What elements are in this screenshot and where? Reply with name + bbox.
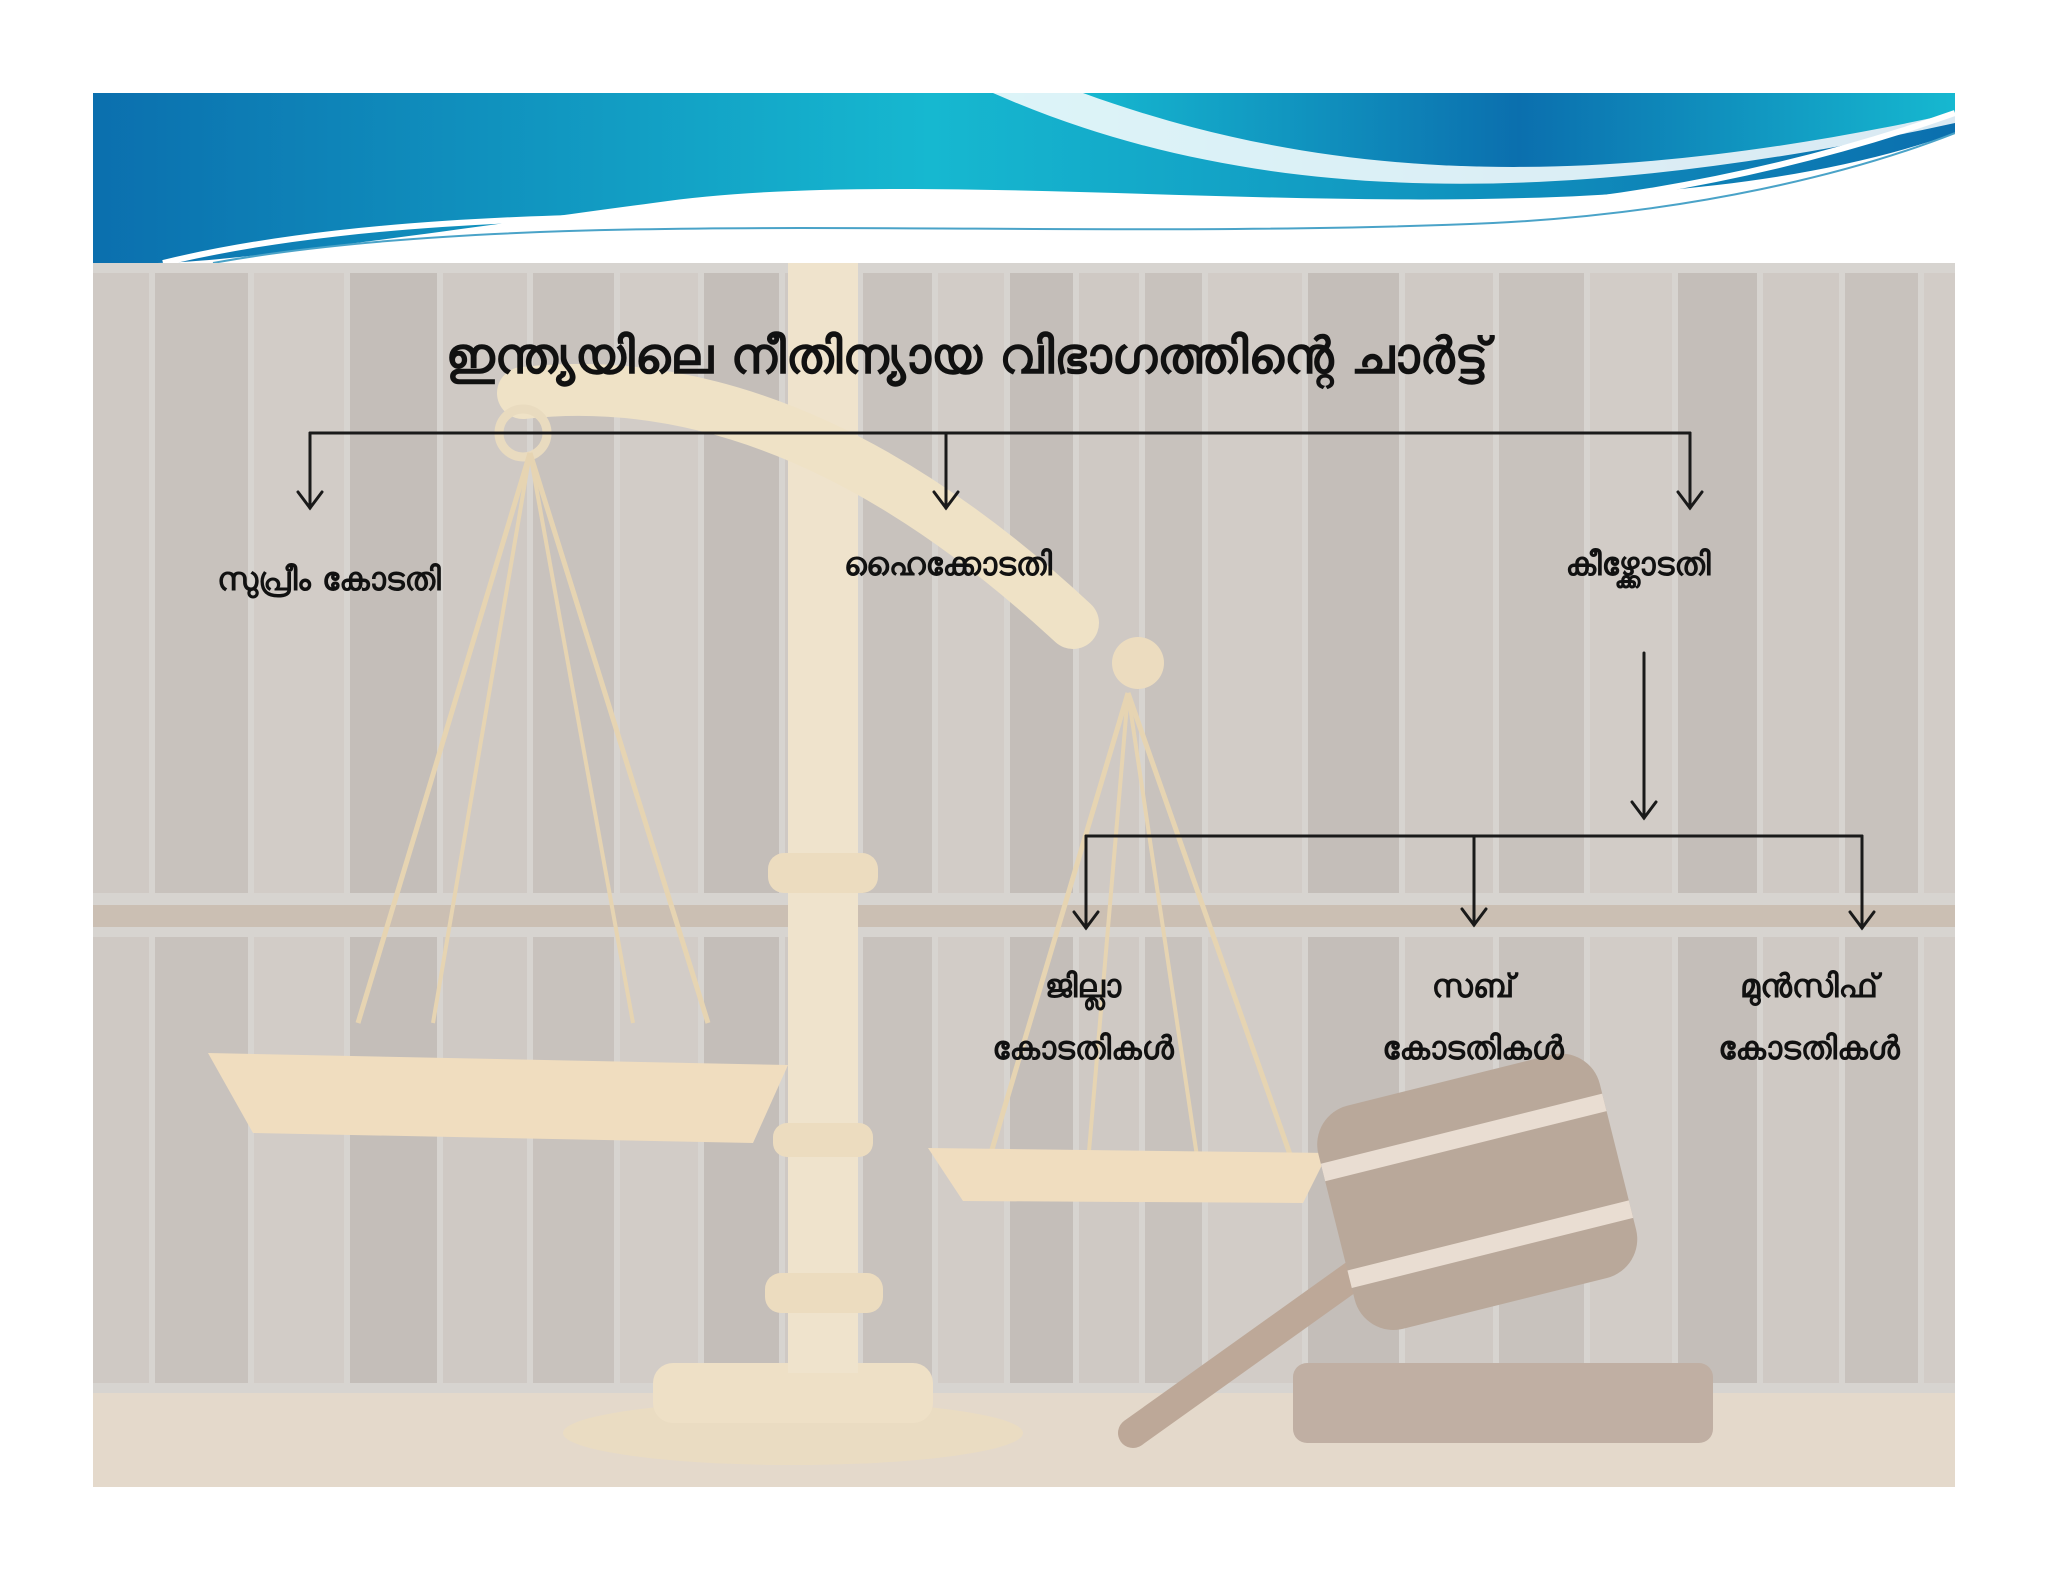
book-spine <box>1208 273 1302 893</box>
book-spine <box>1499 273 1584 893</box>
slide: ഇന്ത്യയിലെ നീതിന്യായ വിഭാഗത്തിന്റെ ചാർട്… <box>93 93 1955 1487</box>
book-spine <box>704 937 779 1383</box>
justice-scale-background-image <box>93 263 1955 1487</box>
book-spine <box>1763 937 1839 1383</box>
book-spine <box>443 937 527 1383</box>
arrowhead-high-court <box>932 490 960 511</box>
book-spine <box>350 273 437 893</box>
header-wave-band <box>93 93 1955 263</box>
book-spine <box>1079 273 1139 893</box>
book-spine <box>1678 273 1757 893</box>
book-spine <box>620 937 698 1383</box>
book-spine <box>1763 273 1839 893</box>
book-spine <box>350 937 437 1383</box>
node-munsiff-courts: മുൻസിഫ് കോടതികൾ <box>1663 955 1955 1079</box>
book-spine <box>254 273 344 893</box>
node-sub-courts-line2: കോടതികൾ <box>1382 1029 1564 1067</box>
book-spine <box>155 937 248 1383</box>
book-spine <box>1845 937 1918 1383</box>
book-spine <box>1590 273 1672 893</box>
node-sub-courts-line1: സബ് <box>1431 967 1515 1005</box>
book-spine <box>93 937 149 1383</box>
book-spine <box>1145 273 1202 893</box>
book-spine <box>254 937 344 1383</box>
book-spine <box>533 937 614 1383</box>
book-spine <box>1845 273 1918 893</box>
node-supreme-court: സുപ്രീം കോടതി <box>217 560 441 598</box>
book-spine <box>704 273 779 893</box>
book-spine <box>93 273 149 893</box>
node-munsiff-courts-line2: കോടതികൾ <box>1718 1029 1900 1067</box>
arrowhead-district-courts <box>1072 910 1100 931</box>
book-spine <box>1308 273 1399 893</box>
book-spine <box>1924 937 1955 1383</box>
arrowhead-lower-court-down <box>1630 800 1658 821</box>
book-spine <box>1405 273 1493 893</box>
node-district-courts-line1: ജില്ലാ <box>1044 967 1122 1005</box>
node-sub-courts: സബ് കോടതികൾ <box>1323 955 1623 1079</box>
node-munsiff-courts-line1: മുൻസിഫ് <box>1739 967 1879 1005</box>
book-spine <box>1924 273 1955 893</box>
arrowhead-munsiff-courts <box>1848 910 1876 931</box>
book-spine <box>155 273 248 893</box>
arrowhead-lower-court <box>1676 490 1704 511</box>
arrowhead-supreme-court <box>296 490 324 511</box>
chart-title: ഇന്ത്യയിലെ നീതിന്യായ വിഭാഗത്തിന്റെ ചാർട്… <box>445 327 1489 385</box>
node-lower-court: കീഴ്ക്കോടതി <box>1565 545 1711 583</box>
node-district-courts-line2: കോടതികൾ <box>992 1029 1174 1067</box>
arrowhead-sub-courts <box>1460 907 1488 928</box>
node-district-courts: ജില്ലാ കോടതികൾ <box>933 955 1233 1079</box>
book-spine <box>1678 937 1757 1383</box>
org-chart-connectors <box>296 431 1876 931</box>
book-spine <box>863 273 932 893</box>
node-high-court: ഹൈക്കോടതി <box>843 545 1053 583</box>
